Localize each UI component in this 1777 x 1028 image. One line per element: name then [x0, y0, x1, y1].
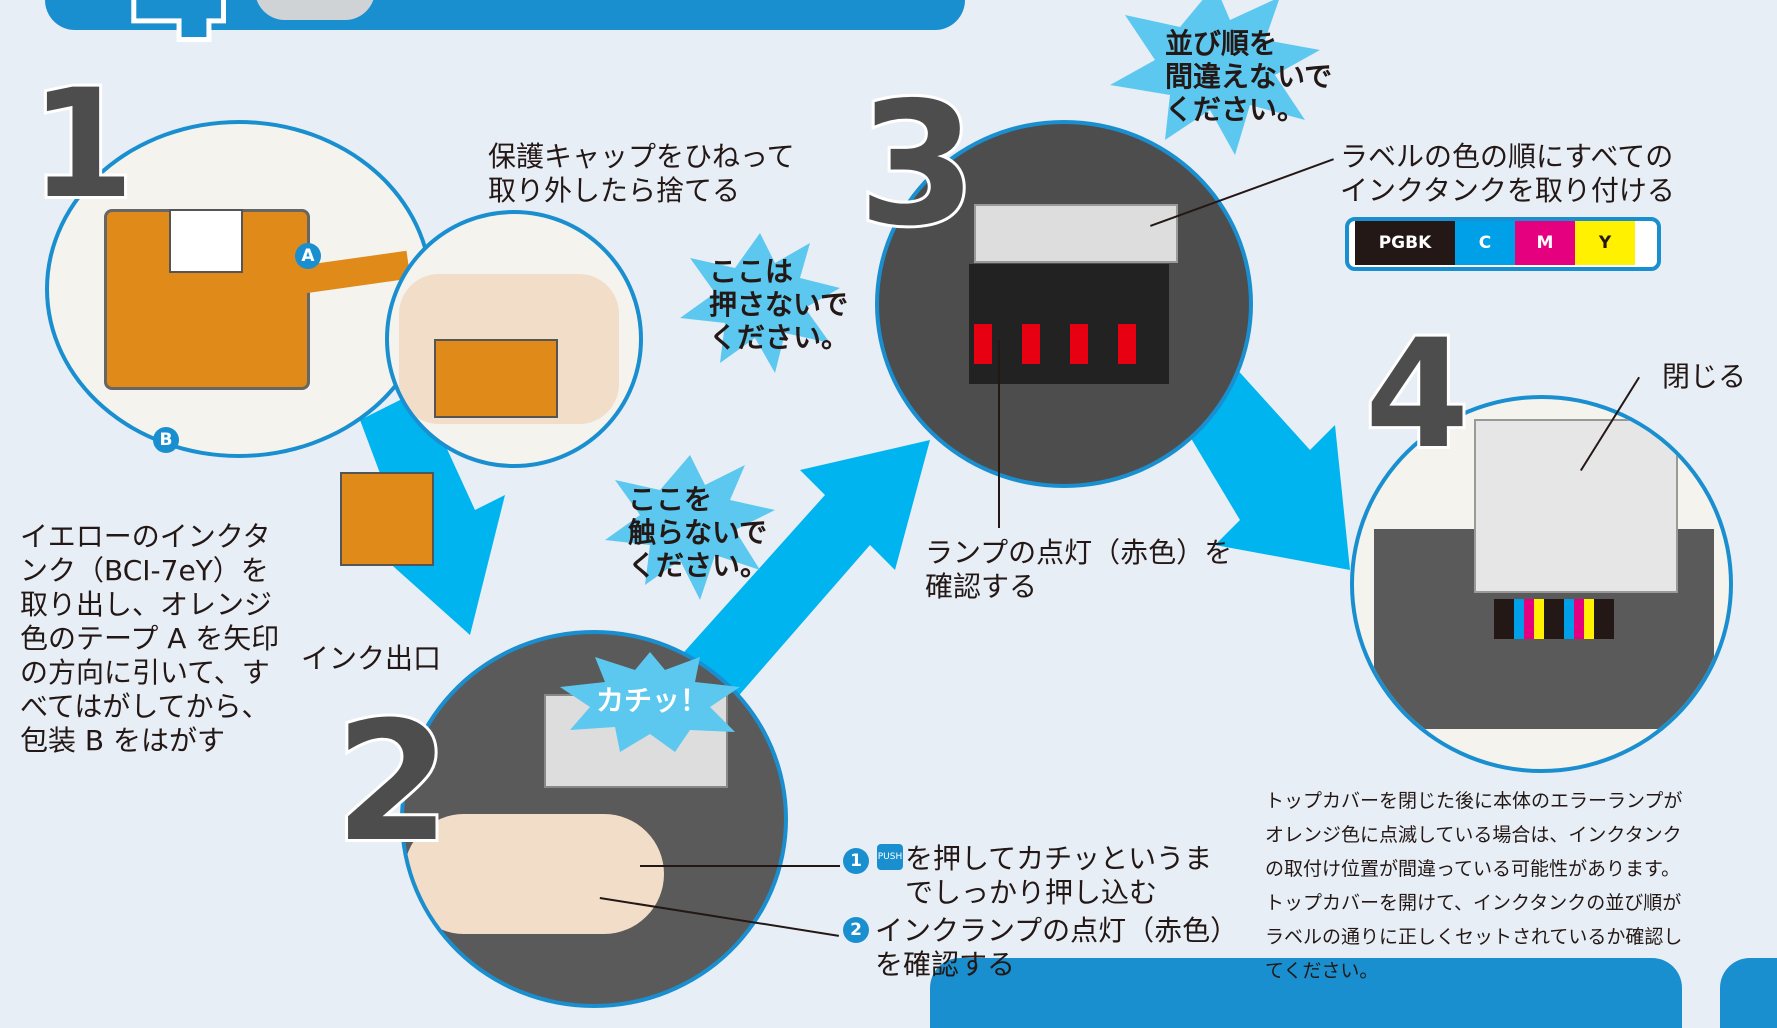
- step4-number: 4: [1362, 308, 1472, 482]
- marker-a: A: [295, 243, 321, 269]
- header-step-number: 4: [125, 0, 232, 65]
- push-icon: PUSH: [877, 844, 903, 870]
- step1-number: 1: [27, 58, 137, 232]
- burst-order: 並び順を 間違えないで ください。: [1165, 27, 1333, 126]
- close-label: 閉じる: [1662, 360, 1747, 393]
- item2-text: インクランプの点灯（赤色） を確認する: [875, 914, 1239, 981]
- click-burst: カチッ！: [596, 684, 709, 717]
- cap-instruction: 保護キャップをひねって 取り外したら捨てる: [488, 140, 795, 207]
- tank-holder-illustration: [974, 204, 1178, 263]
- marker-b: B: [153, 427, 179, 453]
- lamp-instruction: ランプの点灯（赤色）を 確認する: [925, 536, 1233, 603]
- step2-number: 2: [332, 686, 453, 878]
- click-burst-shape: [560, 652, 740, 752]
- step3-number: 3: [855, 66, 979, 264]
- ink-tank-small: [340, 472, 434, 566]
- step1-instruction: イエローのインクタ ンク（BCI-7eY）を 取り出し、オレンジ 色のテープ A…: [20, 520, 280, 757]
- finger-illustration: [404, 814, 664, 934]
- item1-number: 1: [843, 848, 869, 874]
- color-y: Y: [1575, 221, 1635, 265]
- ink-outlet-label: インク出口: [301, 642, 442, 675]
- cartridges-illustration: [1494, 599, 1614, 639]
- tank-in-hand: [434, 339, 558, 418]
- step1-image-circle: [45, 120, 433, 458]
- item1-text: を押してカチッというま でしっかり押し込む: [905, 842, 1213, 909]
- burst-order-shape: [1110, 0, 1320, 155]
- burst-no-touch-shape: [605, 455, 775, 600]
- header-banner: [45, 0, 965, 30]
- burst-no-push: ここは 押さないで ください。: [709, 255, 850, 354]
- ink-tank-label: [169, 209, 243, 273]
- ink-tank-illustration: [104, 209, 310, 390]
- leader-lamp: [998, 340, 1000, 528]
- leader-item1: [640, 865, 840, 867]
- step4-note: トップカバーを閉じた後に本体のエラーランプが オレンジ色に点滅している場合は、イ…: [1265, 790, 1683, 982]
- color-m: M: [1515, 221, 1575, 265]
- arrow-2-to-3: [650, 440, 930, 740]
- cap-removal-circle: [385, 210, 643, 468]
- color-pgbk: PGBK: [1355, 221, 1455, 265]
- cover-illustration: [1474, 419, 1678, 593]
- step3-label-instruction: ラベルの色の順にすべての インクタンクを取り付ける: [1340, 140, 1675, 207]
- step3-image-circle: [875, 120, 1253, 488]
- burst-no-push-shape: [680, 233, 840, 373]
- step4-image-circle: [1350, 395, 1733, 773]
- burst-no-touch: ここを 触らないで ください。: [628, 483, 769, 582]
- color-c: C: [1455, 221, 1515, 265]
- item2-number: 2: [843, 917, 869, 943]
- header-printer-image: [255, 0, 375, 20]
- red-lamps: [974, 324, 1164, 364]
